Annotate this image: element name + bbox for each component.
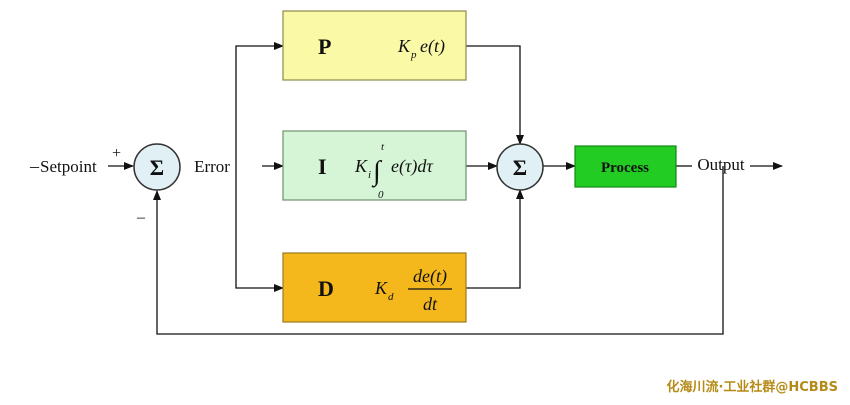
p-block-letter: P <box>318 34 331 59</box>
i-gain-symbol: K <box>354 156 368 176</box>
output-summing-junction: Σ <box>496 143 544 191</box>
p-gain-symbol: K <box>397 36 411 56</box>
i-block-letter: I <box>318 154 327 179</box>
d-to-sum-line <box>466 189 524 289</box>
d-block-letter: D <box>318 276 334 301</box>
input-dash: – <box>29 156 40 176</box>
process-label: Process <box>601 160 649 176</box>
p-gain-subscript: p <box>410 49 417 61</box>
i-block: I K i ∫ t 0 e(τ)dτ <box>282 130 467 201</box>
integral-upper-limit: t <box>381 141 385 153</box>
d-denominator: dt <box>423 294 438 314</box>
feedback-line <box>153 166 724 335</box>
summer-symbol: Σ <box>513 155 527 180</box>
error-to-p-line <box>235 42 284 166</box>
i-gain-subscript: i <box>368 169 371 181</box>
input-summing-junction: Σ <box>133 143 181 191</box>
minus-sign: – <box>136 209 146 226</box>
setpoint-label: Setpoint <box>40 157 97 176</box>
d-gain-symbol: K <box>374 278 388 298</box>
p-to-sum-line <box>466 45 524 145</box>
p-block: P K p e(t) <box>282 10 467 81</box>
watermark: 化海川流·工业社群@HCBBS <box>666 380 838 395</box>
i-expression: e(τ)dτ <box>391 156 433 177</box>
d-numerator: de(t) <box>413 266 447 287</box>
process-block: Process <box>574 145 677 188</box>
summer-symbol: Σ <box>150 155 164 180</box>
integral-lower-limit: 0 <box>378 189 384 201</box>
d-gain-subscript: d <box>388 291 394 303</box>
integral-sign: ∫ <box>371 156 383 188</box>
p-expression: e(t) <box>420 36 445 57</box>
plus-sign: + <box>112 145 121 162</box>
signal-lines <box>108 42 783 335</box>
error-label: Error <box>194 157 230 176</box>
error-to-d-line <box>235 166 284 292</box>
output-label: Output <box>697 155 745 174</box>
d-block: D K d de(t) dt <box>282 252 467 323</box>
